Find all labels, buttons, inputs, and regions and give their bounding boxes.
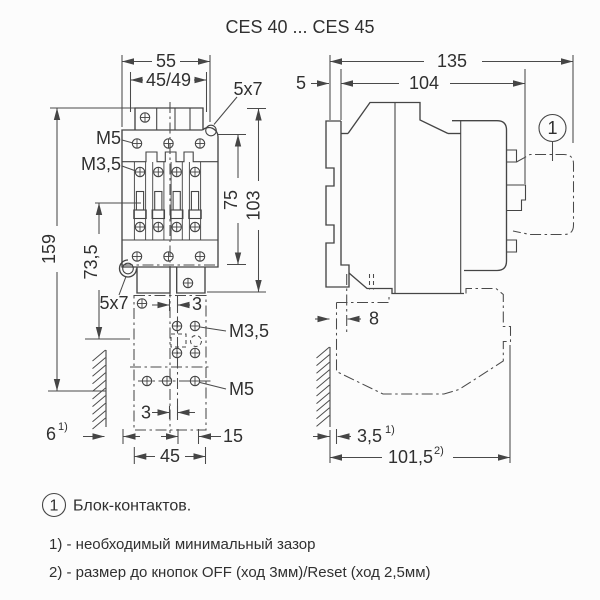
- legend: 1 Блок-контактов. 1) - необходимый миним…: [41, 492, 431, 581]
- front-dim-3-bottom: 3: [141, 403, 195, 423]
- side-front-block: [452, 120, 508, 272]
- front-top-cap: [134, 107, 204, 130]
- dim-73-5-label: 73,5: [81, 244, 101, 279]
- front-mount-ear-bottom: [118, 259, 138, 278]
- front-dim-6: 6 1): [46, 421, 140, 444]
- dim-6-superscript: 1): [58, 421, 68, 433]
- front-mount-hole-top: [205, 124, 217, 137]
- front-block-m35-label: M3,5: [199, 321, 269, 341]
- dim-101-5-label: 101,5: [388, 447, 433, 467]
- front-dim-103: 103: [207, 107, 266, 293]
- front-body-outline: [121, 129, 219, 268]
- side-bottom-accessory: [335, 274, 512, 395]
- dim-104-label: 104: [409, 73, 439, 93]
- side-wall-hatch: [316, 346, 331, 427]
- front-slot-label-top: 5x7: [213, 79, 263, 125]
- side-dim-104: 104: [340, 69, 526, 184]
- front-pole-windows: [133, 162, 202, 240]
- front-dim-3-top: 3: [152, 294, 202, 314]
- m35-block-label: M3,5: [229, 321, 269, 341]
- side-mounting-plate: [325, 120, 350, 288]
- side-aux-contact-block: [512, 153, 575, 236]
- side-dim-8: 8: [315, 309, 379, 329]
- front-wall-hatch: [92, 349, 107, 430]
- legend-note-2: 2) - размер до кнопок OFF (ход 3мм)/Rese…: [49, 564, 431, 581]
- front-slot-label-bottom: 5x7: [99, 276, 129, 313]
- front-bottom-tab-right: [176, 267, 206, 294]
- dim-45-49-label: 45/49: [146, 70, 191, 90]
- dim-75-label: 75: [221, 190, 241, 210]
- dim-5-label: 5: [296, 73, 306, 93]
- front-m5-label: M5: [96, 128, 134, 148]
- legend-callout-text: Блок-контактов.: [73, 498, 191, 515]
- callout-1-circle: [538, 113, 567, 143]
- front-accessory-block: [130, 294, 213, 431]
- dim-135-label: 135: [437, 51, 467, 71]
- front-lower-screw-row: [134, 221, 201, 233]
- legend-callout-number: 1: [50, 498, 59, 515]
- front-view: 55 45/49 5x7 159 73,5: [39, 51, 269, 466]
- dim-55-label: 55: [156, 51, 176, 71]
- front-m35-label: M3,5: [81, 154, 137, 174]
- dim-15-label: 15: [223, 426, 243, 446]
- side-bottom-outline: [348, 272, 464, 295]
- dim-6-label: 6: [46, 424, 56, 444]
- dim-103-label: 103: [244, 190, 264, 220]
- m35-top-label: M3,5: [81, 154, 121, 174]
- side-dim-3-5: 3,5 1): [313, 424, 395, 446]
- front-cover-seam: [122, 151, 218, 163]
- side-dim-101-5: 101,5 2): [329, 345, 511, 467]
- front-dim-159: 159: [39, 107, 135, 392]
- m5-block-label: M5: [229, 379, 254, 399]
- drawing-title: CES 40 ... CES 45: [225, 17, 374, 37]
- front-dim-15: 15: [161, 426, 243, 446]
- front-bottom-screw-row: [131, 251, 206, 262]
- dim-45-label: 45: [160, 446, 180, 466]
- front-dim-45-49: 45/49: [129, 70, 208, 112]
- side-dim-5: 5: [296, 73, 329, 93]
- front-mount-hole-bottom: [122, 262, 134, 275]
- side-coil-terminal: [506, 184, 527, 212]
- slot-5x7-bottom-label: 5x7: [99, 293, 128, 313]
- legend-callout-circle: [41, 492, 67, 518]
- front-dim-75: 75: [217, 133, 246, 266]
- front-m35-screw-row: [134, 166, 201, 178]
- side-view: 1 135 104 5: [296, 51, 575, 467]
- m5-top-label: M5: [96, 128, 121, 148]
- dim-3-5-superscript: 1): [385, 424, 395, 436]
- front-dim-55: 55: [121, 51, 211, 127]
- front-block-m5-label: M5: [199, 379, 254, 399]
- side-callout-1: 1: [538, 113, 567, 161]
- front-dim-73-5: 73,5: [81, 202, 141, 340]
- legend-note-1: 1) - необходимый минимальный зазор: [49, 536, 315, 553]
- front-dim-45: 45: [133, 446, 207, 466]
- front-m5-screw-row: [131, 138, 206, 149]
- dim-3-5-label: 3,5: [357, 426, 382, 446]
- side-terminal-tab-lower: [506, 239, 518, 253]
- side-top-cap: [347, 101, 449, 135]
- dim-3-bottom-label: 3: [141, 403, 151, 423]
- dim-101-5-superscript: 2): [434, 445, 444, 457]
- dim-159-label: 159: [39, 234, 59, 264]
- dim-8-label: 8: [369, 309, 379, 329]
- slot-5x7-top-label: 5x7: [233, 79, 262, 99]
- front-bottom-tab-left: [136, 267, 171, 294]
- side-terminal-tab-upper: [506, 149, 518, 163]
- side-dim-135: 135: [329, 51, 574, 143]
- dim-3-top-label: 3: [192, 294, 202, 314]
- callout-1-number: 1: [547, 118, 557, 138]
